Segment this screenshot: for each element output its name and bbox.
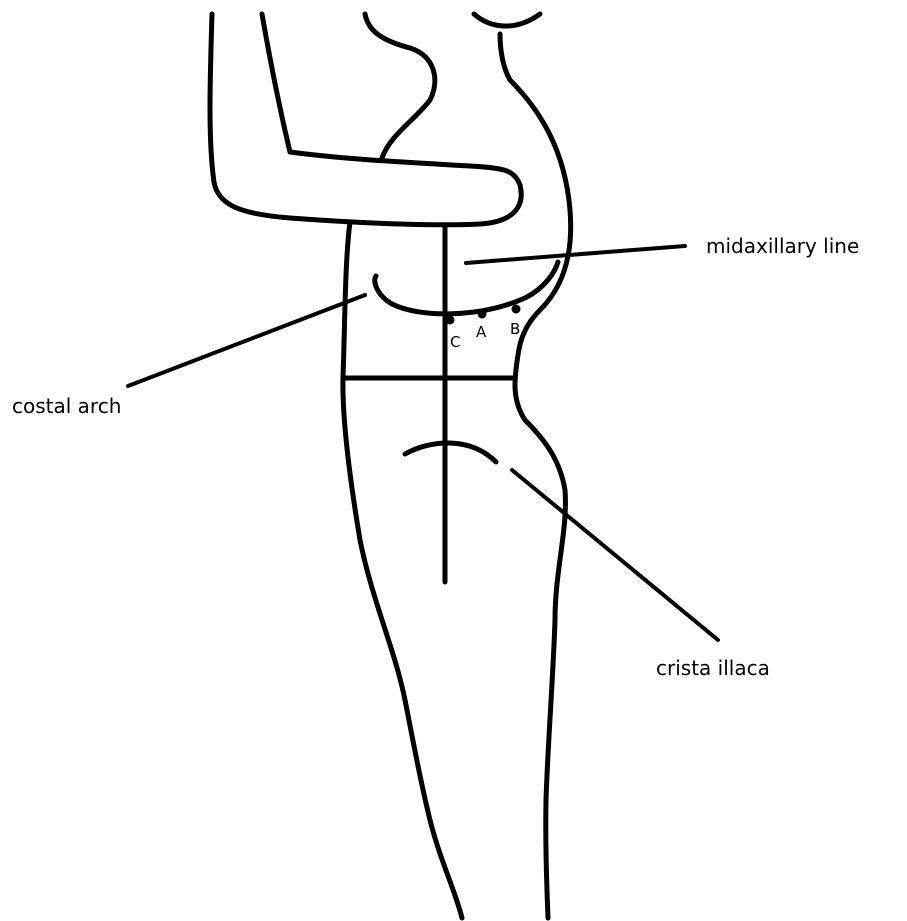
midaxillary-line-label: midaxillary line [706,234,859,258]
crista-iliaca-leader-line [512,470,718,640]
midaxillary-leader-line [466,246,685,263]
costal-arch-label: costal arch [12,394,121,418]
arm-outline [210,14,521,225]
front-body-outline [500,34,571,918]
point-a-dot [478,310,487,319]
point-b-dot [512,305,521,314]
shoulder-outline [365,14,435,158]
point-b-label: B [510,320,520,338]
costal-arch-leader-line [128,295,365,386]
crista-iliaca-curve [405,443,496,462]
point-c-dot [446,316,455,325]
crista-iliaca-label: crista illaca [656,656,770,680]
point-c-label: C [450,333,460,351]
point-a-label: A [476,323,487,341]
chin-outline [474,14,540,26]
costal-arch-curve [375,262,558,314]
